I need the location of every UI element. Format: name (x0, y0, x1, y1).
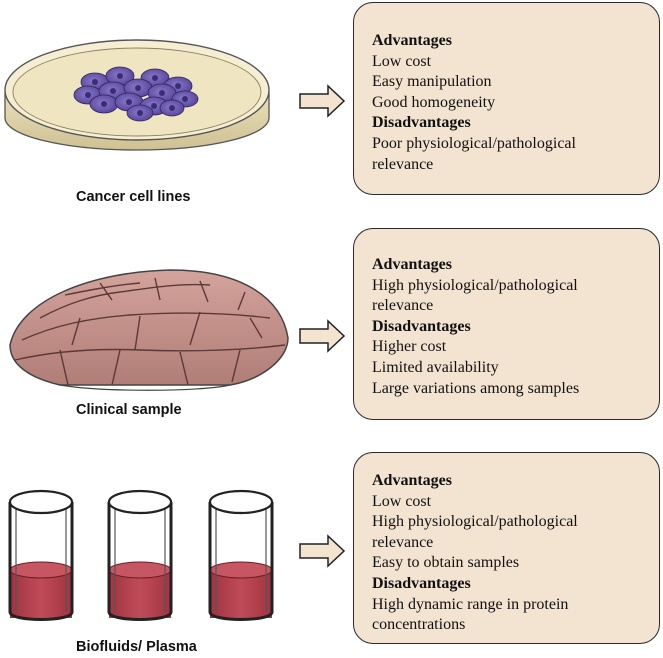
arrow-row-3 (299, 534, 346, 568)
disadvantage-item: Limited availability (372, 358, 499, 376)
advantage-item: Easy to obtain samples (372, 554, 520, 572)
box-cancer-cell-lines: Advantages Low cost Easy manipulation Go… (353, 2, 660, 195)
disadvantage-item: Poor physiological/pathological (372, 134, 576, 152)
arrow-row-2 (299, 319, 346, 353)
box-biofluids-plasma: Advantages Low cost High physiological/p… (353, 452, 660, 644)
disadvantage-item: relevance (372, 155, 434, 173)
disadvantage-item: Higher cost (372, 338, 447, 356)
disadvantages-heading: Disadvantages (372, 574, 471, 592)
advantage-item: Good homogeneity (372, 93, 496, 111)
disadvantage-item: Large variations among samples (372, 379, 580, 397)
advantage-item: High physiological/pathological (372, 276, 578, 294)
disadvantage-item: High dynamic range in protein (372, 595, 569, 613)
arrow-row-1 (299, 84, 346, 118)
box-clinical-sample: Advantages High physiological/pathologic… (353, 228, 660, 420)
advantage-item: Low cost (372, 52, 432, 70)
tissue-sample-illustration (9, 269, 289, 391)
dish-wall (4, 91, 270, 151)
label-biofluids-plasma: Biofluids/ Plasma (76, 639, 197, 655)
dish-rim (4, 39, 270, 141)
advantages-heading: Advantages (372, 32, 453, 49)
plasma-tubes-illustration (8, 489, 274, 621)
disadvantages-heading: Disadvantages (372, 317, 471, 335)
disadvantage-item: concentrations (372, 616, 466, 634)
advantages-heading: Advantages (372, 256, 453, 273)
advantage-item: Easy manipulation (372, 73, 492, 91)
label-clinical-sample: Clinical sample (76, 402, 182, 418)
advantage-item: relevance (372, 297, 434, 315)
label-cancer-cell-lines: Cancer cell lines (76, 189, 191, 205)
advantage-item: relevance (372, 533, 434, 551)
tube-3 (208, 489, 274, 621)
tube-2 (107, 489, 173, 621)
tube-1 (8, 489, 74, 621)
disadvantages-heading: Disadvantages (372, 114, 471, 132)
cancer-cells (73, 66, 199, 122)
advantages-heading: Advantages (372, 472, 453, 489)
advantage-item: High physiological/pathological (372, 513, 578, 531)
advantage-item: Low cost (372, 492, 432, 510)
